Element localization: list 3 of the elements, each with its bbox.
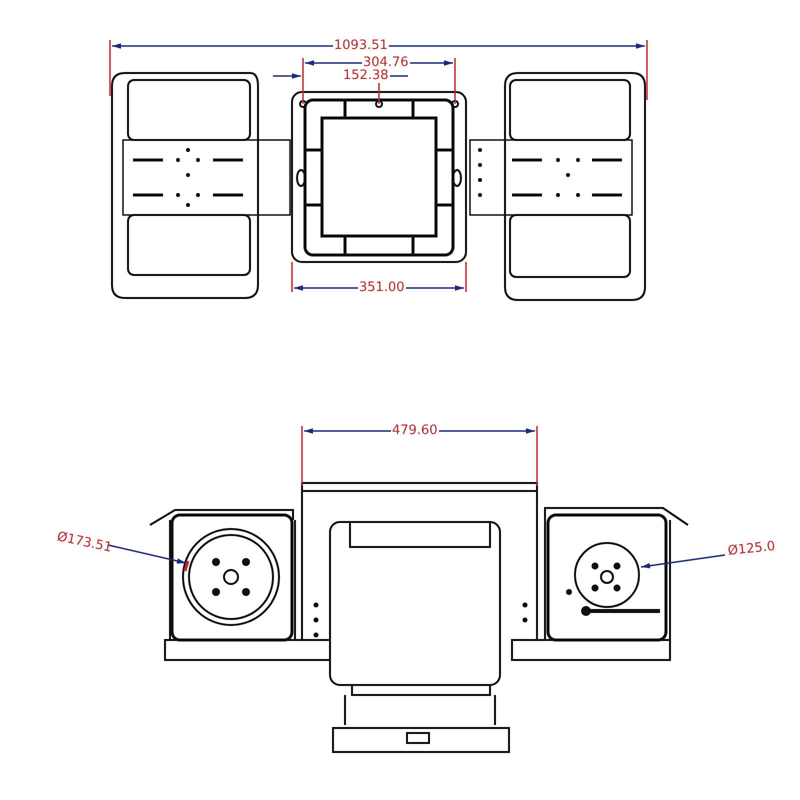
dimension-label: 152.38 bbox=[342, 69, 390, 83]
dimension-label: Ø173.51 bbox=[54, 530, 114, 556]
dimension-label: Ø125.0 bbox=[726, 540, 777, 559]
